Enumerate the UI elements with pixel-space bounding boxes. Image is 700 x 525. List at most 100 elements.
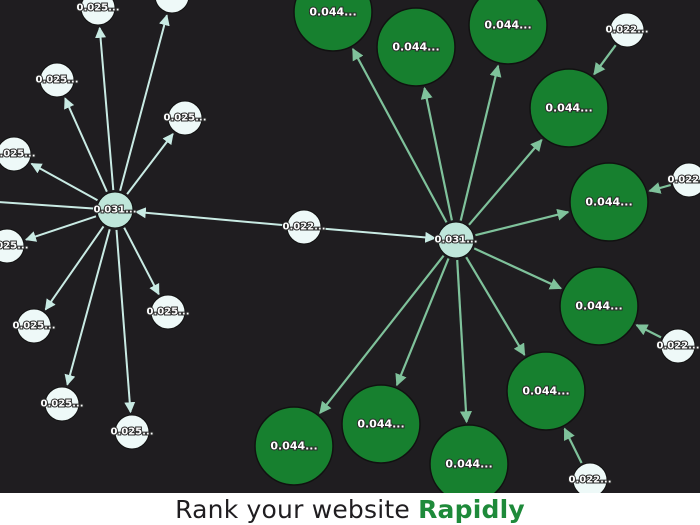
node-c2[interactable]: 0.022... (666, 162, 700, 198)
node-b8[interactable]: 0.044... (341, 384, 421, 464)
node-b1[interactable]: 0.044... (293, 0, 373, 52)
node-a3[interactable]: 0.025... (34, 62, 80, 98)
node-circle-a9[interactable] (44, 386, 80, 422)
node-a7[interactable]: 0.025... (11, 308, 57, 344)
node-c4[interactable]: 0.022... (567, 462, 613, 493)
edge-hubB-b3 (459, 64, 502, 221)
edge-bridge-hubA (134, 207, 286, 227)
node-circle-b8[interactable] (341, 384, 421, 464)
node-label-c3: 0.022... (656, 341, 699, 352)
node-circle-c4[interactable] (572, 462, 608, 493)
node-label-a10: 0.025... (110, 427, 153, 438)
node-b2[interactable]: 0.044... (376, 7, 456, 87)
node-b5[interactable]: 0.044... (569, 162, 649, 242)
node-b3[interactable]: 0.044... (468, 0, 548, 65)
node-circle-hubB[interactable] (437, 221, 475, 259)
edge-hubA-a11 (0, 196, 96, 210)
node-circle-b5[interactable] (569, 162, 649, 242)
node-a5[interactable]: 0.025... (0, 136, 37, 172)
edge-hubB-b5 (475, 208, 570, 237)
edge-c1-b4 (593, 44, 617, 76)
pagerank-graph[interactable]: 0.031... 0.031... 0.022... 0.025... 0.025...… (0, 0, 700, 493)
node-b10[interactable]: 0.044... (429, 424, 509, 493)
node-a4[interactable]: 0.025... (162, 100, 208, 136)
edges-layer (0, 14, 671, 464)
node-circle-bridge[interactable] (286, 209, 322, 245)
edge-hubA-a6 (24, 215, 97, 242)
node-label-a6: 0.025... (0, 241, 29, 252)
edge-hubA-a7 (44, 225, 105, 311)
node-label-b1: 0.044... (309, 6, 356, 19)
edge-hubB-b10 (456, 259, 472, 424)
node-circle-a3[interactable] (39, 62, 75, 98)
node-a9[interactable]: 0.025... (39, 386, 85, 422)
node-b7[interactable]: 0.044... (506, 351, 586, 431)
edge-bridge-hubB (322, 227, 437, 243)
edge-hubA-a5 (30, 162, 98, 202)
node-label-hubB: 0.031... (434, 235, 477, 246)
node-circle-b7[interactable] (506, 351, 586, 431)
edge-hubB-b2 (420, 86, 453, 221)
node-a8[interactable]: 0.025... (145, 294, 191, 330)
node-b4[interactable]: 0.044... (529, 68, 609, 148)
node-circle-b1[interactable] (293, 0, 373, 52)
node-circle-b3[interactable] (468, 0, 548, 65)
node-b9[interactable]: 0.044... (254, 406, 334, 486)
node-label-b2: 0.044... (392, 41, 439, 54)
node-circle-c2[interactable] (671, 162, 700, 198)
node-circle-a1[interactable] (80, 0, 116, 26)
edge-hubB-b9 (319, 255, 445, 414)
node-circle-b9[interactable] (254, 406, 334, 486)
node-a10[interactable]: 0.025... (109, 414, 155, 450)
edge-c4-b7 (563, 427, 583, 464)
node-circle-hubA[interactable] (96, 191, 134, 229)
node-circle-b10[interactable] (429, 424, 509, 493)
node-a2[interactable] (154, 0, 190, 14)
edge-hubA-a1 (95, 26, 115, 191)
node-label-a9: 0.025... (40, 399, 83, 410)
node-circle-b2[interactable] (376, 7, 456, 87)
node-circle-a7[interactable] (16, 308, 52, 344)
edge-hubA-a4 (126, 133, 174, 195)
node-a1[interactable]: 0.025... (75, 0, 121, 26)
node-label-b10: 0.044... (445, 458, 492, 471)
footer-text: Rank your website (175, 494, 410, 524)
node-a6[interactable]: 0.025... (0, 228, 30, 264)
node-label-bridge: 0.022... (282, 222, 325, 233)
footer-banner: Rank your website Rapidly (0, 493, 700, 525)
node-label-b6: 0.044... (575, 300, 622, 313)
node-bridge[interactable]: 0.022... (281, 209, 327, 245)
edge-hubB-b7 (465, 256, 526, 356)
node-circle-c3[interactable] (660, 328, 696, 364)
node-circle-a5[interactable] (0, 136, 32, 172)
node-label-hubA: 0.031... (93, 205, 136, 216)
node-label-b7: 0.044... (522, 385, 569, 398)
node-circle-a6[interactable] (0, 228, 25, 264)
node-circle-b6[interactable] (559, 266, 639, 346)
node-c3[interactable]: 0.022... (655, 328, 700, 364)
node-circle-a8[interactable] (150, 294, 186, 330)
node-label-b5: 0.044... (585, 196, 632, 209)
edge-c2-b5 (648, 182, 671, 194)
node-circle-b4[interactable] (529, 68, 609, 148)
edge-hubA-a10 (115, 229, 136, 414)
node-hubA[interactable]: 0.031... (92, 191, 138, 229)
edge-c3-b6 (635, 324, 662, 339)
node-label-c1: 0.022... (605, 25, 648, 36)
node-circle-a4[interactable] (167, 100, 203, 136)
edge-hubA-a2 (119, 14, 170, 191)
nodes-layer: 0.031... 0.031... 0.022... 0.025... 0.025...… (0, 0, 700, 493)
edge-hubB-b6 (473, 247, 562, 290)
node-label-a4: 0.025... (163, 113, 206, 124)
node-b6[interactable]: 0.044... (559, 266, 639, 346)
node-circle-a10[interactable] (114, 414, 150, 450)
node-hubB[interactable]: 0.031... (433, 221, 479, 259)
edge-hubB-b1 (351, 47, 448, 223)
node-c1[interactable]: 0.022... (604, 12, 650, 48)
edge-hubB-b4 (468, 138, 543, 226)
node-label-a3: 0.025... (35, 75, 78, 86)
node-label-a8: 0.025... (146, 307, 189, 318)
node-label-c4: 0.022... (568, 475, 611, 486)
node-circle-c1[interactable] (609, 12, 645, 48)
node-circle-a2[interactable] (154, 0, 190, 14)
